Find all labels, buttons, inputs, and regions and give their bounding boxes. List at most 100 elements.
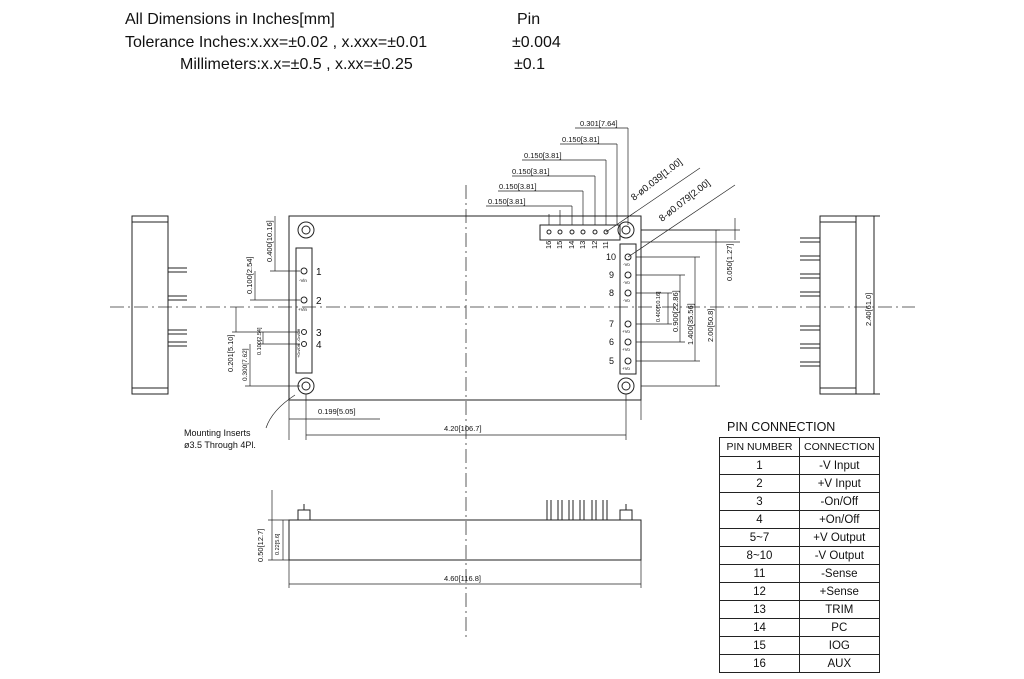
dim-bottom-0199: 0.199[5.05]: [318, 407, 356, 416]
connection-header: CONNECTION: [799, 437, 880, 457]
table-row: 11-Sense: [719, 564, 880, 583]
left-dimension-lines: [232, 216, 300, 387]
connection-cell: TRIM: [799, 600, 880, 619]
dim-right-1400: 1.400[35.56]: [686, 303, 695, 345]
connection-cell: IOG: [799, 636, 880, 655]
pin-mark-9: -Vo: [623, 280, 630, 285]
dim-width-420: 4.20[106.7]: [444, 424, 482, 433]
pin-number-cell: 11: [719, 564, 800, 583]
pin-label-2: 2: [316, 296, 322, 307]
header-line3-left: Millimeters:x.x=±0.5 , x.xx=±0.25: [180, 56, 413, 73]
dim-pin-dia-small: 8-ø0.039[1.00]: [629, 157, 684, 204]
dim-left-0400: 0.400[10.16]: [265, 220, 274, 262]
connection-cell: +Sense: [799, 582, 880, 601]
dimension-texts: 0.301[7.64] 0.150[3.81] 0.150[3.81] 0.15…: [184, 119, 873, 583]
connection-cell: +V Input: [799, 474, 880, 493]
pin-label-1: 1: [316, 267, 322, 278]
pin-label-4: 4: [316, 340, 322, 351]
pin-label-15: 15: [555, 241, 564, 249]
pin-label-5: 5: [609, 356, 614, 366]
pin-label-3: 3: [316, 328, 322, 339]
front-view-body: [288, 500, 642, 561]
pin-number-cell: 12: [719, 582, 800, 601]
pin-number-cell: 5~7: [719, 528, 800, 547]
dim-right-0050: 0.050[1.27]: [725, 243, 734, 281]
pin-label-8: 8: [609, 288, 614, 298]
table-row: 8~10-V Output: [719, 546, 880, 565]
pin-label-11: 11: [601, 241, 610, 249]
connection-cell: -Sense: [799, 564, 880, 583]
table-row: 2+V Input: [719, 474, 880, 493]
connection-cell: AUX: [799, 654, 880, 673]
pin-number-cell: 3: [719, 492, 800, 511]
connection-cell: +V Output: [799, 528, 880, 547]
header-line2-left: Tolerance Inches:x.xx=±0.02 , x.xxx=±0.0…: [125, 34, 428, 51]
dim-height-022: 0.22[5.6]: [275, 533, 281, 555]
pin-label-10: 10: [606, 252, 616, 262]
connection-cell: PC: [799, 618, 880, 637]
pin-number-cell: 16: [719, 654, 800, 673]
pin-number-cell: 8~10: [719, 546, 800, 565]
header-line1-left: All Dimensions in Inches[mm]: [125, 11, 335, 28]
dim-right-0400: 0.400[10.16]: [656, 291, 662, 322]
pin-number-cell: 14: [719, 618, 800, 637]
dim-pin-spacing-b: 0.150[3.81]: [524, 151, 562, 160]
pin-mark-6: +Vo: [622, 347, 630, 352]
pin-label-6: 6: [609, 337, 614, 347]
dim-left-0100: 0.100[2.54]: [245, 256, 254, 294]
pin-label-12: 12: [590, 241, 599, 249]
dim-pin-spacing-e: 0.150[3.81]: [488, 197, 526, 206]
top-view-body: [288, 215, 642, 401]
pin-table-title: PIN CONNECTION: [727, 420, 836, 434]
table-row: 1-V Input: [719, 456, 880, 475]
pin-number-cell: 1: [719, 456, 800, 475]
right-dimension-lines: [636, 218, 740, 387]
table-row: 3-On/Off: [719, 492, 880, 511]
dim-left-0201: 0.201[5.10]: [226, 334, 235, 372]
mounting-note-1: Mounting Inserts: [184, 428, 251, 438]
pin-label-16: 16: [544, 241, 553, 249]
pin-mark-5: +Vo: [622, 366, 630, 371]
pin-mark-8: -Vo: [623, 298, 630, 303]
pin-number-cell: 15: [719, 636, 800, 655]
header-line1-right: Pin: [517, 11, 541, 28]
left-side-view: [131, 215, 187, 395]
dim-right-200: 2.00[50.8]: [706, 309, 715, 342]
dim-left-0300: 0.300[7.62]: [242, 348, 249, 381]
pin-label-13: 13: [578, 241, 587, 249]
dim-pin-spacing-top: 0.301[7.64]: [580, 119, 618, 128]
table-row: 4+On/Off: [719, 510, 880, 529]
top-dimension-lines: [486, 127, 736, 258]
pin-table-header-row: PIN NUMBER CONNECTION: [719, 437, 880, 457]
pin-mark-1: -Vin: [299, 278, 307, 283]
pin-mark-7: +Vo: [622, 329, 630, 334]
dim-right-0900: 0.900[22.86]: [671, 290, 680, 332]
front-dimension-lines: [268, 490, 642, 588]
dim-pin-spacing-d: 0.150[3.81]: [499, 182, 537, 191]
width-dimension-lines: [265, 394, 642, 440]
table-row: 12+Sense: [719, 582, 880, 601]
dim-height-050: 0.50[12.7]: [256, 529, 265, 562]
pin-number-cell: 13: [719, 600, 800, 619]
pin-mark-10: -Vo: [623, 262, 630, 267]
centerlines: [110, 185, 915, 640]
connection-cell: +On/Off: [799, 510, 880, 529]
dim-pin-dia-large: 8-ø0.079[2.00]: [657, 178, 712, 225]
table-row: 5~7+V Output: [719, 528, 880, 547]
pin-mark-3: -On/Off: [296, 328, 301, 342]
header-line3-right: ±0.1: [514, 56, 546, 73]
pin-mark-2: +Vin: [298, 307, 308, 312]
pin-number-cell: 4: [719, 510, 800, 529]
connection-cell: -On/Off: [799, 492, 880, 511]
mounting-note-2: ø3.5 Through 4Pl.: [184, 440, 256, 450]
pin-label-7: 7: [609, 319, 614, 329]
connection-cell: -V Input: [799, 456, 880, 475]
dim-pin-spacing-c: 0.150[3.81]: [512, 167, 550, 176]
pin-label-14: 14: [567, 241, 576, 249]
pin-label-9: 9: [609, 270, 614, 280]
right-side-view: [800, 215, 880, 395]
